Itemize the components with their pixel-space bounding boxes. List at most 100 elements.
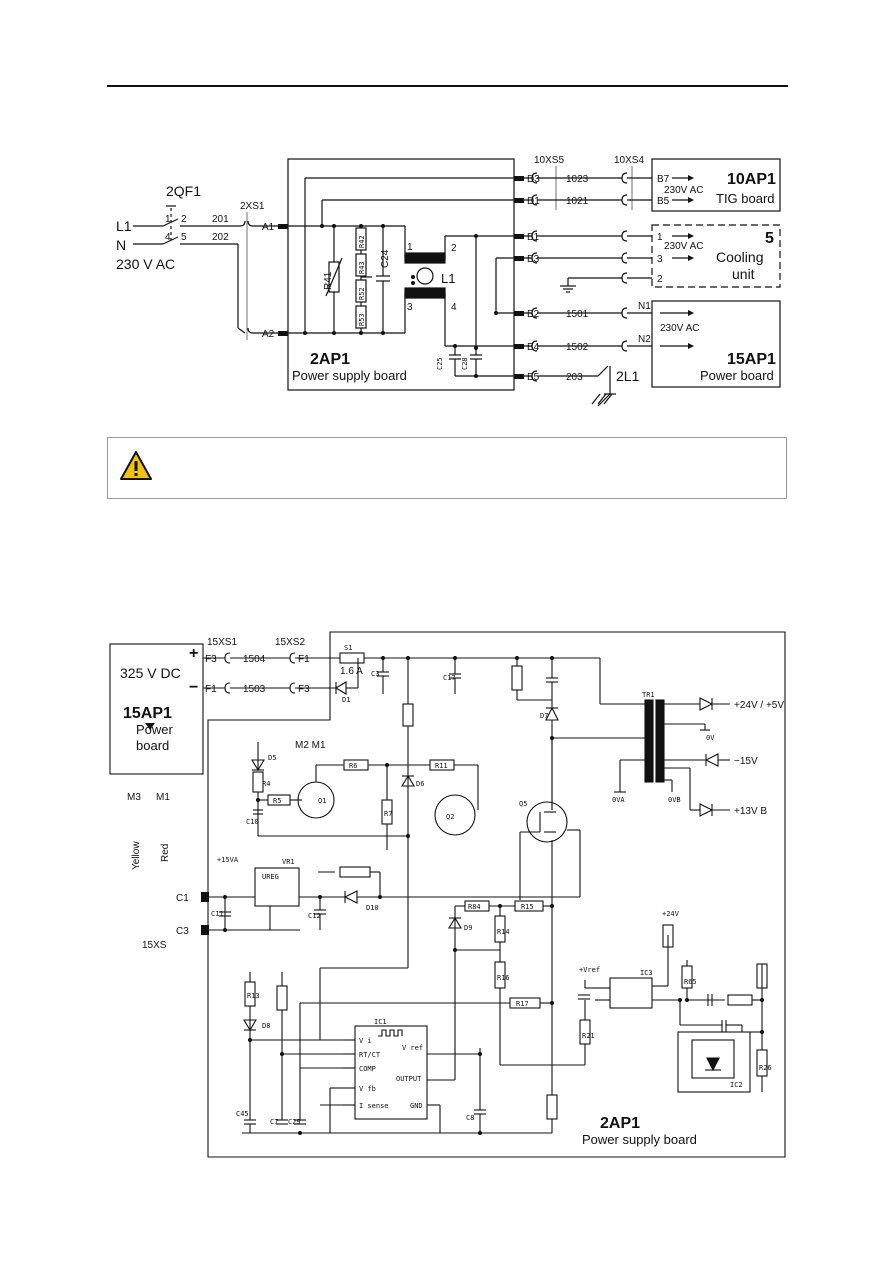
- m2-m1-label: M2 M1: [295, 740, 326, 751]
- ic3-label: IC3: [640, 969, 653, 977]
- dc-voltage-label: 325 V DC: [120, 665, 181, 681]
- supply-15va-label: +15VA: [217, 856, 239, 864]
- pin-m3: M3: [127, 792, 141, 803]
- part-c10: C10: [246, 818, 259, 826]
- power-board-n2: N2: [638, 334, 651, 345]
- part-r16: R16: [497, 974, 510, 982]
- ic1-pin-isense: I sense: [359, 1102, 389, 1110]
- output-13v-label: +13V B: [734, 806, 767, 817]
- wire-1023-label: 1023: [566, 174, 589, 185]
- switch-pin-1: 1: [165, 214, 171, 225]
- conn-f1: F1: [298, 654, 310, 665]
- line-l1-label: L1: [116, 218, 132, 234]
- coil-pin-4: 4: [451, 302, 457, 313]
- r52-label: R52: [358, 287, 366, 300]
- tig-voltage-label: 230V AC: [664, 185, 703, 196]
- part-c29: C29: [288, 1118, 301, 1126]
- part-d1: D1: [342, 696, 350, 704]
- power-supply-board-outline: [287, 158, 515, 391]
- part-d7: D7: [540, 712, 548, 720]
- tig-board-subtitle: TIG board: [716, 191, 775, 206]
- warning-icon: [120, 451, 152, 480]
- minus-sign: −: [189, 679, 198, 696]
- pin-m1: M1: [156, 792, 170, 803]
- ic2-label: IC2: [730, 1081, 743, 1089]
- part-d5: D5: [268, 754, 276, 762]
- ic1-pin-vi: V i: [359, 1037, 372, 1045]
- ic1-pin-rtct: RT/CT: [359, 1051, 381, 1059]
- header-rule: [107, 85, 788, 87]
- power-board-sub2: board: [136, 738, 169, 753]
- cooling-voltage-label: 230V AC: [664, 241, 703, 252]
- switch-pin-2: 2: [181, 214, 187, 225]
- pin-a2-label: A2: [262, 329, 275, 340]
- psb-subtitle: Power supply board: [292, 368, 407, 383]
- wire-203-label: 203: [566, 372, 583, 383]
- coil-pin-1: 1: [407, 242, 413, 253]
- part-q1: Q1: [318, 797, 326, 805]
- wire-1504-label: 1504: [243, 654, 266, 665]
- switch-pin-5: 5: [181, 232, 187, 243]
- conn-15xs2-label: 15XS2: [275, 637, 305, 648]
- cooling-unit-outline: [651, 224, 781, 288]
- ic1-pin-vref: V ref: [402, 1044, 423, 1052]
- switch-pin-4: 4: [165, 232, 171, 243]
- power-board-n1: N1: [638, 301, 651, 312]
- cooling-pin-3: 3: [657, 254, 663, 265]
- part-r84: R84: [468, 903, 481, 911]
- wire-1503-label: 1503: [243, 684, 266, 695]
- pin-b3: B3: [527, 254, 540, 265]
- breaker-label: 2QF1: [166, 183, 201, 199]
- output-24v-label: +24V / +5V: [734, 700, 784, 711]
- conn-15xs1-label: 15XS1: [207, 637, 237, 648]
- output-minus15v-label: −15V: [734, 756, 758, 767]
- part-r15: R15: [521, 903, 534, 911]
- part-r4: R4: [262, 780, 270, 788]
- vref-label: +Vref: [579, 966, 600, 974]
- tig-board-title: 10AP1: [727, 171, 776, 188]
- power-board-sub1: Power: [136, 722, 174, 737]
- fuse-label: S1: [344, 644, 352, 652]
- part-q5: Q5: [519, 800, 527, 808]
- ic1-pin-vfb: V fb: [359, 1085, 376, 1093]
- pin-a1-label: A1: [262, 222, 275, 233]
- power-board-title: 15AP1: [123, 705, 172, 722]
- part-r21: R21: [582, 1032, 595, 1040]
- cooling-unit-label-1: Cooling: [716, 249, 763, 265]
- power-supply-board-outline: [207, 631, 786, 1158]
- ground-0v-label: 0V: [706, 734, 715, 742]
- cooling-pin-2: 2: [657, 274, 663, 285]
- wire-202-label: 202: [212, 232, 229, 243]
- ureg-label: UREG: [262, 873, 279, 881]
- part-q2: Q2: [446, 813, 454, 821]
- c28-label: C28: [461, 357, 469, 370]
- wire-yellow-label: Yellow: [131, 841, 142, 870]
- tig-pin-b5: B5: [657, 196, 670, 207]
- conn-10xs4-label: 10XS4: [614, 155, 644, 166]
- part-c3: C3: [371, 670, 379, 678]
- part-r17: R17: [516, 1000, 529, 1008]
- ic1-pin-gnd: GND: [410, 1102, 423, 1110]
- part-c12: C12: [308, 912, 321, 920]
- cooling-unit-label-2: unit: [732, 266, 755, 282]
- psb-title: 2AP1: [310, 351, 350, 368]
- part-r14: R14: [497, 928, 510, 936]
- part-r26: R26: [759, 1064, 772, 1072]
- part-r65: R65: [684, 978, 697, 986]
- conn-10xs5-label: 10XS5: [534, 155, 564, 166]
- cooling-pin-1: 1: [657, 232, 663, 243]
- part-c11: C11: [211, 910, 224, 918]
- pin-b4: B4: [527, 342, 540, 353]
- part-r11: R11: [435, 762, 448, 770]
- part-c8: C8: [466, 1114, 474, 1122]
- part-c17: C17: [443, 674, 456, 682]
- r42-label: R42: [358, 235, 366, 248]
- vr1-label: VR1: [282, 858, 295, 866]
- part-d9: D9: [464, 924, 472, 932]
- ground-0vb-label: 0VB: [668, 796, 681, 804]
- coil-pin-3: 3: [407, 302, 413, 313]
- supply-24v-label: +24V: [662, 910, 680, 918]
- r43-label: R43: [358, 261, 366, 274]
- pin-b5: B5: [527, 372, 540, 383]
- c24-label: C24: [380, 249, 391, 268]
